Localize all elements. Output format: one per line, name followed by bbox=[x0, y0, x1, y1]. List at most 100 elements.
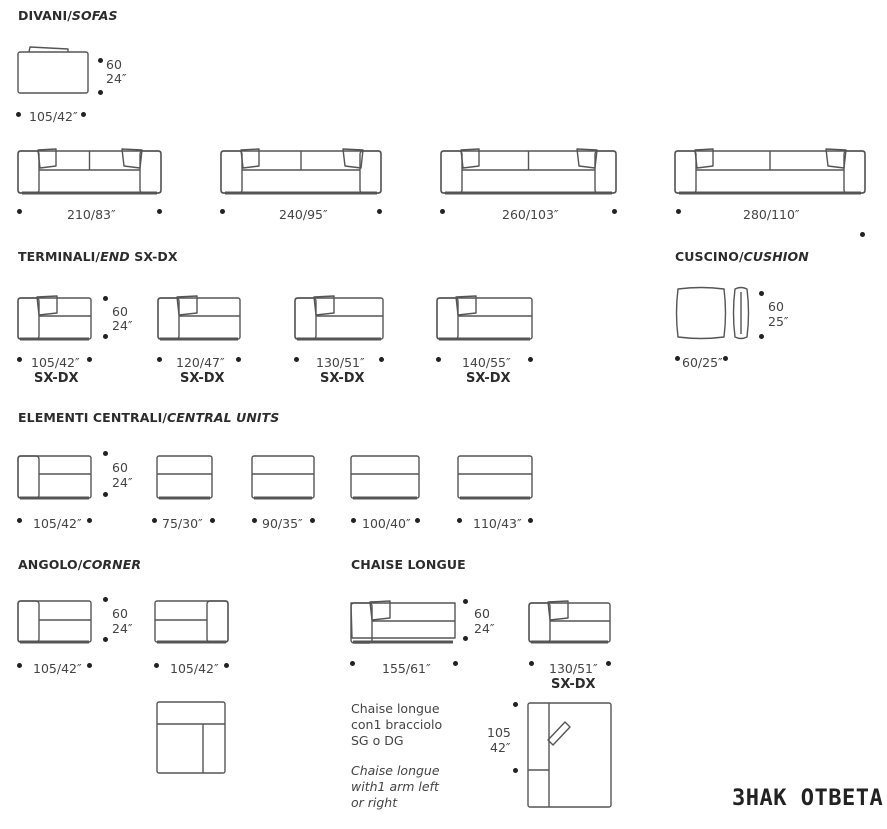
width-marker bbox=[457, 518, 462, 523]
dimension-depth-in: 24″ bbox=[112, 475, 133, 490]
sofa-width: 260/103″ bbox=[502, 207, 559, 222]
depth-marker bbox=[98, 90, 103, 95]
sofa-240-drawing bbox=[220, 148, 382, 195]
width-marker bbox=[17, 663, 22, 668]
dimension-depth-in: 24″ bbox=[106, 71, 127, 86]
watermark: ЗНАК ОТВЕТА bbox=[732, 786, 884, 811]
end-width: 120/47″ bbox=[176, 355, 225, 370]
width-marker bbox=[351, 518, 356, 523]
dimension-depth-cm: 60 bbox=[768, 299, 784, 314]
width-marker bbox=[152, 518, 157, 523]
section-title-chaise-longue: CHAISE LONGUE bbox=[351, 557, 466, 572]
width-marker bbox=[436, 357, 441, 362]
central-105-drawing bbox=[17, 455, 92, 500]
width-marker bbox=[379, 357, 384, 362]
section-title-corner: ANGOLO/CORNER bbox=[18, 557, 142, 572]
central-100-drawing bbox=[350, 455, 420, 500]
width-marker bbox=[220, 209, 225, 214]
central-width: 110/43″ bbox=[473, 516, 522, 531]
cushion-width: 60/25″ bbox=[682, 355, 723, 370]
central-width: 105/42″ bbox=[33, 516, 82, 531]
width-marker bbox=[415, 518, 420, 523]
sofa-width: 240/95″ bbox=[279, 207, 328, 222]
width-marker bbox=[17, 209, 22, 214]
width-marker bbox=[157, 209, 162, 214]
width-marker bbox=[350, 661, 355, 666]
width-marker bbox=[87, 357, 92, 362]
width-marker bbox=[676, 209, 681, 214]
end-130-drawing bbox=[294, 295, 384, 341]
side-label: SX-DX bbox=[466, 371, 511, 386]
central-width: 90/35″ bbox=[262, 516, 303, 531]
dimension-depth-in: 24″ bbox=[474, 621, 495, 636]
plan-depth-cm: 105 bbox=[487, 725, 511, 740]
side-label: SX-DX bbox=[180, 371, 225, 386]
width-marker bbox=[377, 209, 382, 214]
depth-marker bbox=[98, 58, 103, 63]
chaise-plan-drawing bbox=[527, 702, 612, 808]
depth-marker bbox=[103, 597, 108, 602]
section-title-cushion: CUSCINO/CUSHION bbox=[675, 249, 809, 264]
width-marker bbox=[528, 518, 533, 523]
plan-depth-in: 42″ bbox=[490, 740, 511, 755]
depth-marker bbox=[759, 291, 764, 296]
width-marker bbox=[453, 661, 458, 666]
cushion-drawing bbox=[675, 286, 750, 340]
side-label: SX-DX bbox=[551, 677, 596, 692]
central-75-drawing bbox=[156, 455, 213, 500]
sofa-280-drawing bbox=[674, 148, 866, 195]
depth-marker bbox=[759, 334, 764, 339]
sofa-width: 280/110″ bbox=[743, 207, 800, 222]
section-title-end-units: TERMINALI/END SX-DX bbox=[18, 249, 178, 264]
width-marker bbox=[224, 663, 229, 668]
dimension-depth-in: 24″ bbox=[112, 621, 133, 636]
sofa-width: 210/83″ bbox=[67, 207, 116, 222]
width-marker bbox=[236, 357, 241, 362]
corner-left-drawing bbox=[17, 600, 92, 644]
chaise-width: 130/51″ bbox=[549, 661, 598, 676]
depth-marker bbox=[103, 451, 108, 456]
width-marker bbox=[440, 209, 445, 214]
width-marker bbox=[675, 356, 680, 361]
central-width: 75/30″ bbox=[162, 516, 203, 531]
chaise-note-english: Chaise longue with1 arm left or right bbox=[351, 763, 440, 810]
width-marker bbox=[16, 112, 21, 117]
corner-width: 105/42″ bbox=[33, 661, 82, 676]
depth-marker bbox=[513, 702, 518, 707]
width-marker bbox=[612, 209, 617, 214]
width-marker bbox=[310, 518, 315, 523]
width-marker bbox=[606, 661, 611, 666]
depth-marker bbox=[463, 636, 468, 641]
width-marker bbox=[294, 357, 299, 362]
side-label: SX-DX bbox=[320, 371, 365, 386]
depth-marker bbox=[103, 296, 108, 301]
central-width: 100/40″ bbox=[362, 516, 411, 531]
width-marker bbox=[860, 232, 865, 237]
depth-marker bbox=[103, 492, 108, 497]
width-marker bbox=[154, 663, 159, 668]
dimension-depth-cm: 60 bbox=[112, 460, 128, 475]
chaise-note-italian: Chaise longue con1 bracciolo SG o DG bbox=[351, 701, 443, 748]
end-120-drawing bbox=[157, 295, 241, 341]
dimension-width: 105/42″ bbox=[29, 109, 78, 124]
depth-marker bbox=[103, 637, 108, 642]
side-label: SX-DX bbox=[34, 371, 79, 386]
width-marker bbox=[528, 357, 533, 362]
section-title-central-units: ELEMENTI CENTRALI/CENTRAL UNITS bbox=[18, 410, 280, 425]
width-marker bbox=[87, 663, 92, 668]
chaise-width: 155/61″ bbox=[382, 661, 431, 676]
corner-plan-drawing bbox=[156, 701, 226, 774]
corner-width: 105/42″ bbox=[170, 661, 219, 676]
dimension-depth-cm: 60 bbox=[112, 606, 128, 621]
sofa-260-drawing bbox=[440, 148, 617, 195]
end-width: 140/55″ bbox=[462, 355, 511, 370]
width-marker bbox=[529, 661, 534, 666]
width-marker bbox=[17, 518, 22, 523]
dimension-depth-in: 25″ bbox=[768, 314, 789, 329]
central-90-drawing bbox=[251, 455, 315, 500]
central-110-drawing bbox=[457, 455, 533, 500]
end-width: 130/51″ bbox=[316, 355, 365, 370]
sofa-210-drawing bbox=[17, 148, 162, 195]
end-width: 105/42″ bbox=[31, 355, 80, 370]
